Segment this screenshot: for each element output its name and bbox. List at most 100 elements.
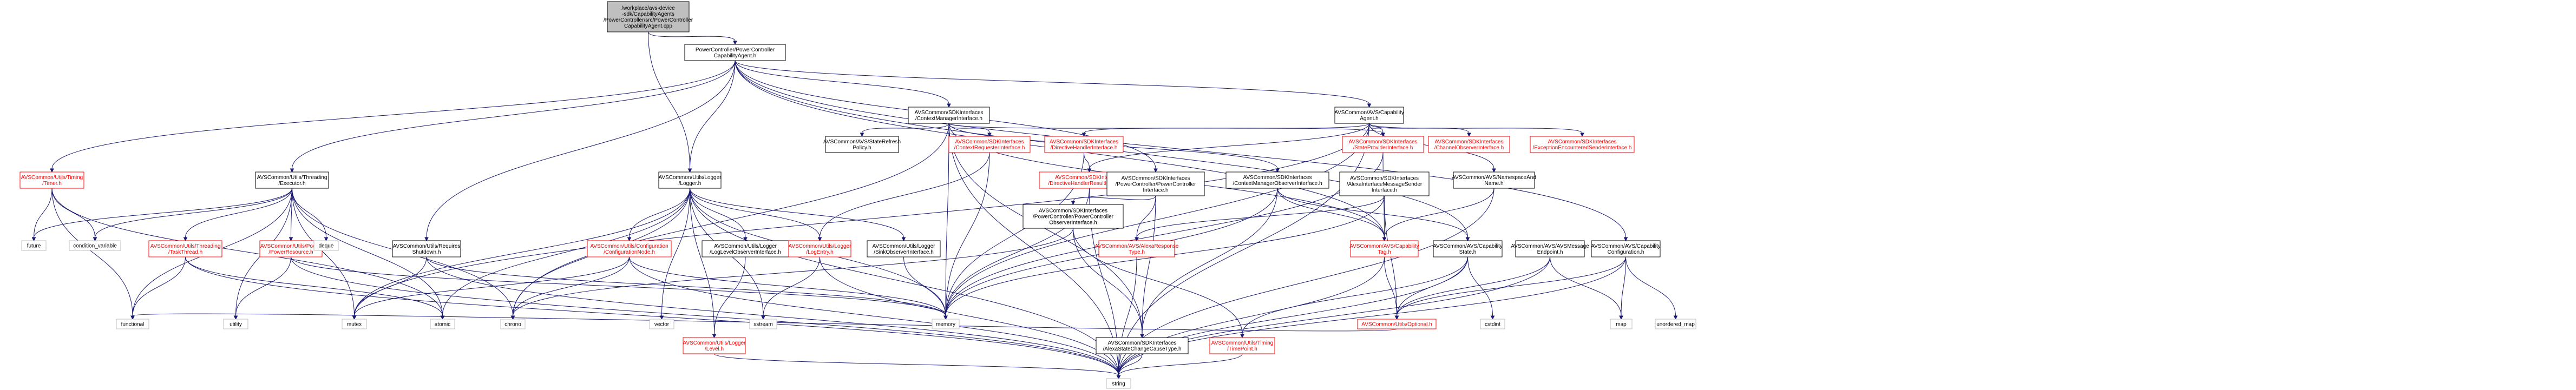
edge-arrowhead bbox=[1465, 237, 1470, 242]
edge-capconfig-to-umap bbox=[1625, 256, 1676, 316]
node-box bbox=[932, 319, 960, 329]
node-timepoint[interactable]: AVSCommon/Utils/Timing/TimePoint.h bbox=[1209, 337, 1275, 354]
node-box bbox=[430, 319, 455, 329]
node-box bbox=[702, 240, 789, 257]
node-cstdint: cstdint bbox=[1480, 319, 1505, 329]
edge-logger-to-logentry bbox=[690, 188, 820, 238]
edge-capstate-to-cstdint bbox=[1467, 256, 1493, 316]
node-utility: utility bbox=[223, 319, 248, 329]
node-label-line: /DirectiveHandlerInterface.h bbox=[1051, 145, 1118, 151]
edge-capconfig-to-map bbox=[1621, 256, 1626, 316]
edge-logger-to-string bbox=[690, 188, 1119, 376]
edge-arrowhead bbox=[130, 315, 135, 320]
edge-arrowhead bbox=[1087, 168, 1092, 173]
edge-capagent-to-dirhandler bbox=[1084, 123, 1369, 134]
edge-arrowhead bbox=[733, 41, 737, 45]
node-sinkobs[interactable]: AVSCommon/Utils/Logger/SinkObserverInter… bbox=[867, 240, 941, 257]
node-executor[interactable]: AVSCommon/Utils/Threading/Executor.h bbox=[255, 171, 329, 189]
node-label-line: AVSCommon/Utils/Logger bbox=[789, 243, 852, 249]
node-confnode[interactable]: AVSCommon/Utils/Configuration/Configurat… bbox=[587, 240, 672, 257]
edge-pcif-to-statechange bbox=[1142, 195, 1156, 335]
node-label-line: Type.h bbox=[1129, 249, 1145, 255]
node-alexasender[interactable]: AVSCommon/SDKInterfaces/AlexaInterfaceMe… bbox=[1339, 171, 1430, 196]
nodes-layer: /workplace/avs-device-sdk/CapabilityAgen… bbox=[19, 1, 1696, 389]
node-label-line: /LogEntry.h bbox=[806, 249, 833, 255]
node-chanobs[interactable]: AVSCommon/SDKInterfaces/ChannelObserverI… bbox=[1428, 136, 1510, 153]
node-ctxreq[interactable]: AVSCommon/SDKInterfaces/ContextRequester… bbox=[948, 136, 1031, 153]
node-statechange[interactable]: AVSCommon/SDKInterfaces/AlexaStateChange… bbox=[1096, 337, 1189, 354]
node-box bbox=[684, 44, 786, 61]
node-label-line: -sdk/CapabilityAgents bbox=[622, 11, 674, 17]
node-box bbox=[788, 240, 851, 257]
node-string: string bbox=[1106, 378, 1131, 389]
node-label-line: /PowerResource.h bbox=[268, 249, 313, 255]
node-pcif[interactable]: AVSCommon/SDKInterfaces/PowerController/… bbox=[1106, 171, 1205, 196]
edge-ctxmgrobs-to-captag bbox=[1277, 188, 1385, 238]
node-label-line: /LogLevelObserverInterface.h bbox=[710, 249, 781, 255]
node-capagent[interactable]: AVSCommon/AVS/CapabilityAgent.h bbox=[1334, 107, 1404, 124]
node-atomic: atomic bbox=[430, 319, 455, 329]
node-taskthread[interactable]: AVSCommon/Utils/Threading/TaskThread.h bbox=[148, 240, 222, 257]
node-box bbox=[825, 136, 899, 153]
node-box bbox=[867, 240, 941, 257]
node-timer[interactable]: AVSCommon/Utils/Timing/Timer.h bbox=[19, 171, 84, 189]
node-loglevelobs[interactable]: AVSCommon/Utils/Logger/LogLevelObserverI… bbox=[702, 240, 789, 257]
node-deque: deque bbox=[313, 240, 339, 251]
node-box bbox=[1350, 240, 1419, 257]
node-label-line: Interface.h bbox=[1143, 188, 1168, 194]
node-label-line: AVSCommon/Utils/Timing bbox=[1211, 340, 1273, 346]
node-box bbox=[116, 319, 149, 329]
node-label-line: cstdint bbox=[1485, 322, 1500, 328]
node-pcca[interactable]: PowerController/PowerControllerCapabilit… bbox=[684, 44, 786, 61]
node-ctxmgr[interactable]: AVSCommon/SDKInterfaces/ContextManagerIn… bbox=[908, 107, 990, 124]
node-box bbox=[1342, 136, 1424, 153]
node-box bbox=[259, 240, 323, 257]
node-label-line: AVSCommon/SDKInterfaces bbox=[1039, 208, 1107, 214]
node-chrono: chrono bbox=[500, 319, 526, 329]
node-label-line: AVSCommon/SDKInterfaces bbox=[1050, 139, 1118, 145]
edge-arrowhead bbox=[1490, 315, 1495, 320]
node-excsender[interactable]: AVSCommon/SDKInterfaces/ExceptionEncount… bbox=[1530, 136, 1635, 153]
node-label-line: /PowerController/PowerController bbox=[1116, 182, 1197, 188]
node-stateprov[interactable]: AVSCommon/SDKInterfaces/StateProviderInt… bbox=[1342, 136, 1424, 153]
node-dirhandler[interactable]: AVSCommon/SDKInterfaces/DirectiveHandler… bbox=[1044, 136, 1124, 153]
node-box bbox=[1209, 337, 1275, 354]
node-box bbox=[148, 240, 222, 257]
node-label-line: Name.h bbox=[1484, 181, 1503, 187]
node-loglevel[interactable]: AVSCommon/Utils/Logger/Level.h bbox=[683, 337, 746, 354]
node-label-line: /Logger.h bbox=[679, 181, 702, 187]
edge-arrowhead bbox=[817, 237, 822, 242]
node-powerres[interactable]: AVSCommon/Utils/Power/PowerResource.h bbox=[259, 240, 323, 257]
node-label-line: AVSCommon/SDKInterfaces bbox=[914, 110, 983, 116]
node-logentry[interactable]: AVSCommon/Utils/Logger/LogEntry.h bbox=[788, 240, 852, 257]
node-logger[interactable]: AVSCommon/Utils/Logger/Logger.h bbox=[658, 171, 722, 189]
edge-arrowhead bbox=[1081, 133, 1086, 137]
edge-confnode-to-mutex bbox=[354, 256, 630, 316]
node-label-line: Interface.h bbox=[1372, 188, 1397, 194]
node-optional[interactable]: AVSCommon/Utils/Optional.h bbox=[1357, 319, 1437, 329]
node-root[interactable]: /workplace/avs-device-sdk/CapabilityAgen… bbox=[604, 1, 693, 32]
node-box bbox=[1334, 107, 1404, 124]
node-label-line: /workplace/avs-device bbox=[621, 5, 675, 11]
edge-root-to-pcca bbox=[648, 31, 736, 42]
node-label-line: PowerController/PowerController bbox=[696, 47, 775, 53]
node-box bbox=[1428, 136, 1510, 153]
node-pcobs[interactable]: AVSCommon/SDKInterfaces/PowerController/… bbox=[1022, 204, 1124, 229]
edge-pcif-to-pcobs bbox=[1073, 195, 1156, 202]
edge-confnode-to-memory bbox=[629, 256, 946, 316]
edge-pcca-to-capconfig bbox=[735, 60, 1626, 238]
node-label-line: mutex bbox=[347, 322, 362, 328]
node-box bbox=[658, 171, 722, 189]
node-ctxmgrobs[interactable]: AVSCommon/SDKInterfaces/ContextManagerOb… bbox=[1225, 171, 1329, 189]
edge-ctxmgrobs-to-capstate bbox=[1277, 188, 1468, 238]
edge-nsname-to-captag bbox=[1384, 188, 1495, 238]
node-memory: memory bbox=[932, 319, 960, 329]
